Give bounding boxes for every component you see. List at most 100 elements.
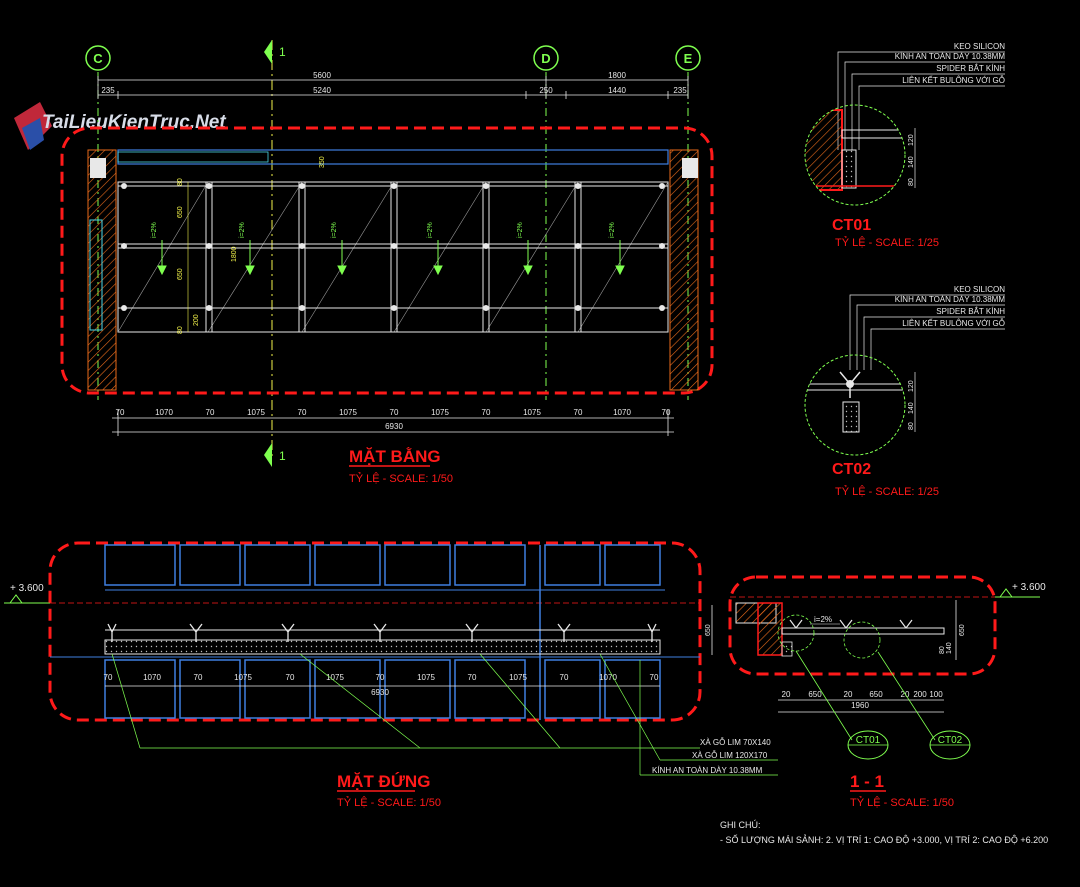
plan-dim-1800: 1800 [608,71,626,80]
svg-text:+ 3.600: + 3.600 [10,583,44,594]
grid-bubble-e: E [675,45,701,71]
svg-text:70: 70 [650,673,659,682]
callout-ct01: CT01 [847,730,889,760]
svg-text:70: 70 [662,408,671,417]
svg-text:650: 650 [959,624,966,636]
svg-text:70: 70 [376,673,385,682]
svg-text:XÀ GỖ LIM 70X140: XÀ GỖ LIM 70X140 [700,738,771,747]
svg-text:80: 80 [908,422,915,430]
grid-bubble-d: D [533,45,559,71]
svg-text:LIÊN KẾT BULÔNG VỚI GỖ: LIÊN KẾT BULÔNG VỚI GỖ [902,318,1005,328]
elevation-title: MẶT ĐỨNG [337,772,430,791]
svg-text:20: 20 [782,690,791,699]
svg-text:SPIDER BẮT KÍNH: SPIDER BẮT KÍNH [936,307,1005,316]
svg-text:140: 140 [908,156,915,168]
svg-text:i=2%: i=2% [427,222,434,238]
svg-text:70: 70 [390,408,399,417]
plan-dim-235b: 235 [673,86,687,95]
plan-view: C D E 1 1 [60,40,714,485]
svg-text:XÀ GỖ LIM 120X170: XÀ GỖ LIM 120X170 [692,751,768,760]
svg-text:1075: 1075 [339,408,357,417]
svg-text:650: 650 [177,206,184,218]
svg-text:120: 120 [908,380,915,392]
plan-dim-5240: 5240 [313,86,331,95]
section-dim-total: 1960 [851,701,869,710]
svg-text:1075: 1075 [417,673,435,682]
svg-text:100: 100 [929,690,943,699]
svg-text:KEO SILICON: KEO SILICON [954,42,1005,51]
ct02-scale: TỶ LỆ - SCALE: 1/25 [835,485,939,498]
svg-text:i=2%: i=2% [814,615,832,624]
plan-dim-5600: 5600 [313,71,331,80]
svg-text:i=2%: i=2% [331,222,338,238]
general-notes: GHI CHÚ: - SỐ LƯỢNG MÁI SẢNH: 2. VỊ TRÍ … [720,820,1048,845]
plan-dim-total: 6930 [385,422,403,431]
section-marker-bottom: 1 [264,443,286,467]
plan-boundary [60,126,714,395]
svg-text:KÍNH AN TOÀN DÀY 10.38MM: KÍNH AN TOÀN DÀY 10.38MM [895,295,1006,304]
svg-text:KÍNH AN TOÀN DÀY 10.38MM: KÍNH AN TOÀN DÀY 10.38MM [652,766,763,775]
svg-text:350: 350 [319,156,326,168]
svg-text:80: 80 [908,178,915,186]
elevation-level-marker: + 3.600 [4,583,50,604]
svg-text:1075: 1075 [509,673,527,682]
svg-text:70: 70 [574,408,583,417]
svg-text:70: 70 [194,673,203,682]
section-level-marker: + 3.600 [995,582,1046,598]
notes-line-1: - SỐ LƯỢNG MÁI SẢNH: 2. VỊ TRÍ 1: CAO ĐỘ… [720,834,1048,845]
notes-title: GHI CHÚ: [720,820,761,830]
plan-slope-label: i=2% [151,222,158,238]
svg-text:1: 1 [279,45,286,59]
plan-dim-250: 250 [539,86,553,95]
plan-scale: TỶ LỆ - SCALE: 1/50 [349,472,453,485]
svg-text:1075: 1075 [234,673,252,682]
svg-text:650: 650 [177,268,184,280]
svg-text:70: 70 [482,408,491,417]
svg-text:80: 80 [177,326,184,334]
svg-text:C: C [93,51,103,66]
svg-text:120: 120 [908,134,915,146]
plan-title: MẶT BẰNG [349,447,441,466]
svg-text:1: 1 [279,449,286,463]
svg-text:650: 650 [705,624,712,636]
svg-text:650: 650 [869,690,883,699]
svg-text:i=2%: i=2% [239,222,246,238]
svg-text:70: 70 [104,673,113,682]
svg-text:CT01: CT01 [856,735,881,746]
svg-text:CT02: CT02 [938,735,963,746]
detail-ct01: KEO SILICON KÍNH AN TOÀN DÀY 10.38MM SPI… [804,42,1005,249]
svg-text:E: E [684,51,693,66]
section-title: 1 - 1 [850,772,884,791]
svg-text:SPIDER BẮT KÍNH: SPIDER BẮT KÍNH [936,64,1005,73]
svg-text:1070: 1070 [613,408,631,417]
svg-text:1070: 1070 [143,673,161,682]
svg-text:KEO SILICON: KEO SILICON [954,285,1005,294]
svg-text:70: 70 [116,408,125,417]
svg-text:i=2%: i=2% [609,222,616,238]
elevation-boundary [48,541,702,722]
watermark-logo: TaiLieuKienTruc.Net [14,102,226,150]
svg-text:70: 70 [298,408,307,417]
svg-text:200: 200 [193,314,200,326]
plan-dim-1440: 1440 [608,86,626,95]
svg-text:200: 200 [913,690,927,699]
svg-text:70: 70 [468,673,477,682]
ct01-scale: TỶ LỆ - SCALE: 1/25 [835,236,939,249]
svg-text:1800: 1800 [231,246,238,262]
svg-text:1070: 1070 [599,673,617,682]
section-view: + 3.600 i=2% 650 80 140 20 650 20 [728,575,1046,809]
elevation-scale: TỶ LỆ - SCALE: 1/50 [337,796,441,809]
svg-text:70: 70 [206,408,215,417]
svg-text:1075: 1075 [523,408,541,417]
svg-text:140: 140 [946,642,953,654]
detail-ct02: KEO SILICON KÍNH AN TOÀN DÀY 10.38MM SPI… [804,285,1006,498]
elevation-view: + 3.600 [4,541,778,809]
section-scale: TỶ LỆ - SCALE: 1/50 [850,796,954,809]
svg-text:1075: 1075 [326,673,344,682]
svg-text:650: 650 [808,690,822,699]
ct01-title: CT01 [832,217,871,234]
grid-bubble-c: C [85,45,111,71]
ct02-title: CT02 [832,461,871,478]
svg-text:1070: 1070 [155,408,173,417]
